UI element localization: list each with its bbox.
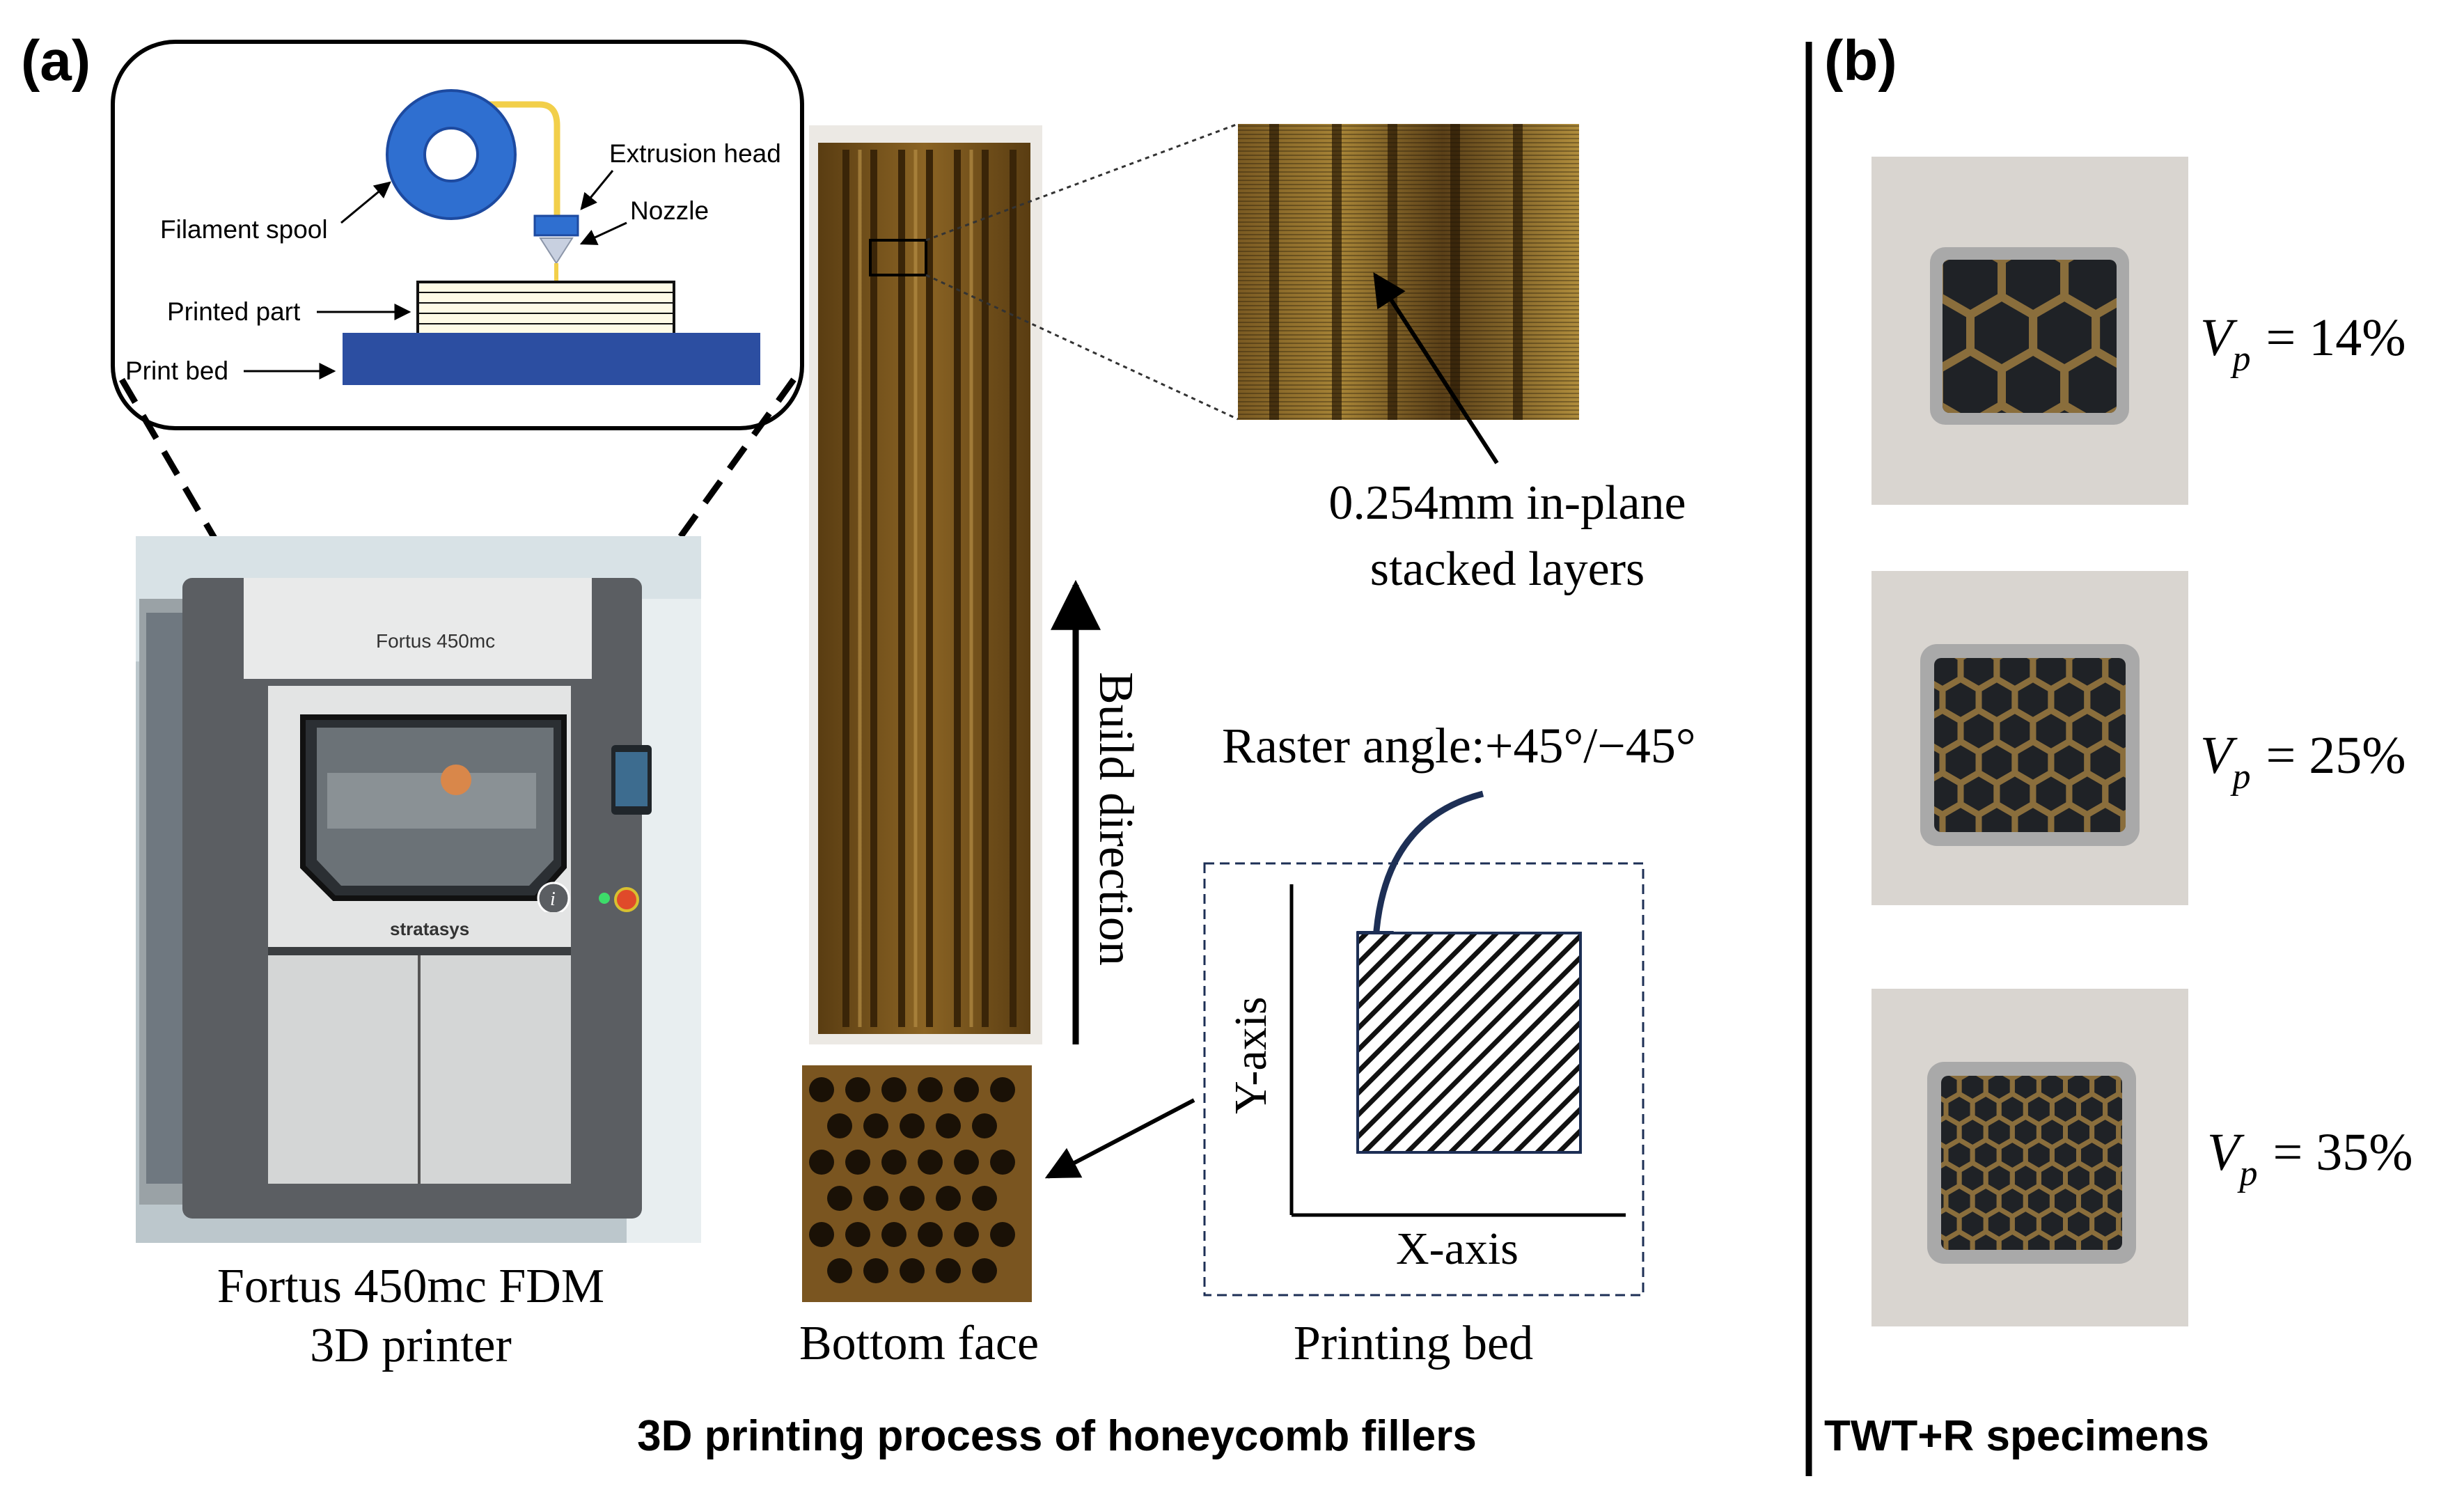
- y-axis-label: Y-axis: [1225, 996, 1276, 1114]
- zoom-dotted-top: [925, 123, 1239, 242]
- bottom-face-cell: [990, 1077, 1015, 1102]
- fdm-schematic: Extrusion head Nozzle Filament spool Pri…: [111, 40, 804, 430]
- print-bed-label: Print bed: [125, 357, 228, 385]
- honeycomb-cell: [2103, 1228, 2122, 1250]
- panel-b-label: (b): [1824, 29, 1897, 93]
- bottom-face-photo: [802, 1065, 1032, 1302]
- bottom-face-cell: [827, 1186, 852, 1211]
- bottom-face-cell: [936, 1113, 961, 1138]
- bottom-face-cell: [863, 1258, 888, 1283]
- specimen-vp-25: Vp= 25%: [2200, 726, 2406, 797]
- printed-part-label: Printed part: [167, 297, 301, 326]
- extrusion-head-label: Extrusion head: [609, 139, 781, 168]
- bottom-face-cell: [863, 1186, 888, 1211]
- bottom-face-cell: [936, 1258, 961, 1283]
- bottom-face-cell: [900, 1113, 925, 1138]
- bottom-face-cell: [900, 1186, 925, 1211]
- svg-text:i: i: [550, 888, 556, 910]
- build-direction-label: Build direction: [1089, 672, 1143, 966]
- raster-hatched-square: [1356, 932, 1582, 1154]
- layers-caption-line1: 0.254mm in-plane: [1328, 476, 1686, 530]
- bottom-face-cell: [845, 1077, 870, 1102]
- printer-maker-text: stratasys: [390, 918, 469, 939]
- bottom-face-cell: [827, 1113, 852, 1138]
- bottom-face-cell: [918, 1150, 943, 1175]
- spool-hole: [423, 127, 479, 182]
- printing-bed-label: Printing bed: [1294, 1317, 1533, 1370]
- bottom-face-cell: [809, 1150, 834, 1175]
- printed-part-icon: [416, 281, 675, 336]
- specimen-list: Vp= 14% Vp= 25% Vp= 35%: [1871, 157, 2413, 1326]
- nozzle-label: Nozzle: [630, 196, 709, 225]
- zoom-dotted-bottom: [925, 274, 1239, 421]
- honeycomb-cell: [2092, 292, 2117, 374]
- bottom-face-cell: [918, 1077, 943, 1102]
- bottom-face-cell: [809, 1222, 834, 1247]
- bottom-face-cell: [900, 1258, 925, 1283]
- raster-curved-arrow: [1356, 790, 1484, 969]
- bottom-face-cell: [972, 1113, 997, 1138]
- honeycomb-cell: [2120, 800, 2126, 832]
- bottom-face-cell: [990, 1150, 1015, 1175]
- bottom-face-cell: [954, 1222, 979, 1247]
- printer-caption-line1: Fortus 450mc FDM: [217, 1260, 604, 1313]
- specimen-photo-14: [1871, 157, 2188, 505]
- raster-angle-label: Raster angle:+45°/−45°: [1222, 718, 1696, 774]
- nozzle-icon: [539, 237, 574, 265]
- bottom-face-cell: [881, 1150, 907, 1175]
- bottom-face-cell: [863, 1113, 888, 1138]
- panel-a-label: (a): [21, 29, 91, 93]
- bottom-face-cell: [845, 1222, 870, 1247]
- bottom-face-cell: [972, 1186, 997, 1211]
- bottom-face-arrow: [1044, 1098, 1195, 1179]
- panel-b-footer: TWT+R specimens: [1824, 1412, 2209, 1460]
- bottom-face-cell: [809, 1077, 834, 1102]
- specimen-vp-14: Vp= 14%: [2200, 308, 2406, 379]
- panel-a-footer: 3D printing process of honeycomb fillers: [637, 1412, 1477, 1460]
- bottom-face-cell: [881, 1077, 907, 1102]
- printing-bed-diagram: [1203, 862, 1645, 1297]
- bottom-face-cell: [990, 1222, 1015, 1247]
- bottom-face-cell: [845, 1150, 870, 1175]
- bottom-face-cell: [972, 1258, 997, 1283]
- layers-pointer-arrow: [1373, 272, 1499, 464]
- bottom-face-cell: [936, 1186, 961, 1211]
- honeycomb-cell: [2060, 346, 2117, 413]
- honeycomb-cell: [2116, 1159, 2122, 1197]
- printer-photo: Fortus 450mc i stratasys: [136, 536, 701, 1243]
- bottom-face-cell: [827, 1258, 852, 1283]
- printer-model-text: Fortus 450mc: [376, 630, 495, 652]
- filament-line: [487, 101, 560, 216]
- honeycomb-cell: [2120, 737, 2126, 788]
- print-bed-icon: [343, 333, 760, 385]
- bottom-face-cell: [954, 1150, 979, 1175]
- extrusion-head-icon: [533, 214, 579, 237]
- filament-spool-label: Filament spool: [160, 215, 328, 244]
- printing-bed-frame: [1203, 862, 1645, 1297]
- x-axis-label: X-axis: [1396, 1223, 1519, 1274]
- bottom-face-cell: [918, 1222, 943, 1247]
- bottom-face-cell: [954, 1077, 979, 1102]
- printer-caption-line2: 3D printer: [310, 1319, 512, 1372]
- specimen-vp-35: Vp= 35%: [2207, 1123, 2413, 1193]
- honeycomb-cell: [2116, 1113, 2122, 1151]
- printed-column-photo: [809, 125, 1042, 1044]
- bottom-face-label: Bottom face: [799, 1317, 1039, 1370]
- column-zoom-box: [869, 239, 927, 276]
- bottom-face-cell: [881, 1222, 907, 1247]
- honeycomb-cell: [2116, 1076, 2122, 1105]
- specimen-photo-35: [1871, 989, 2188, 1326]
- honeycomb-cell: [2116, 1205, 2122, 1243]
- layers-zoom-photo: [1238, 124, 1579, 464]
- honeycomb-cell: [2120, 675, 2126, 725]
- layers-caption-line2: stacked layers: [1370, 542, 1645, 596]
- specimen-photo-25: [1871, 571, 2188, 905]
